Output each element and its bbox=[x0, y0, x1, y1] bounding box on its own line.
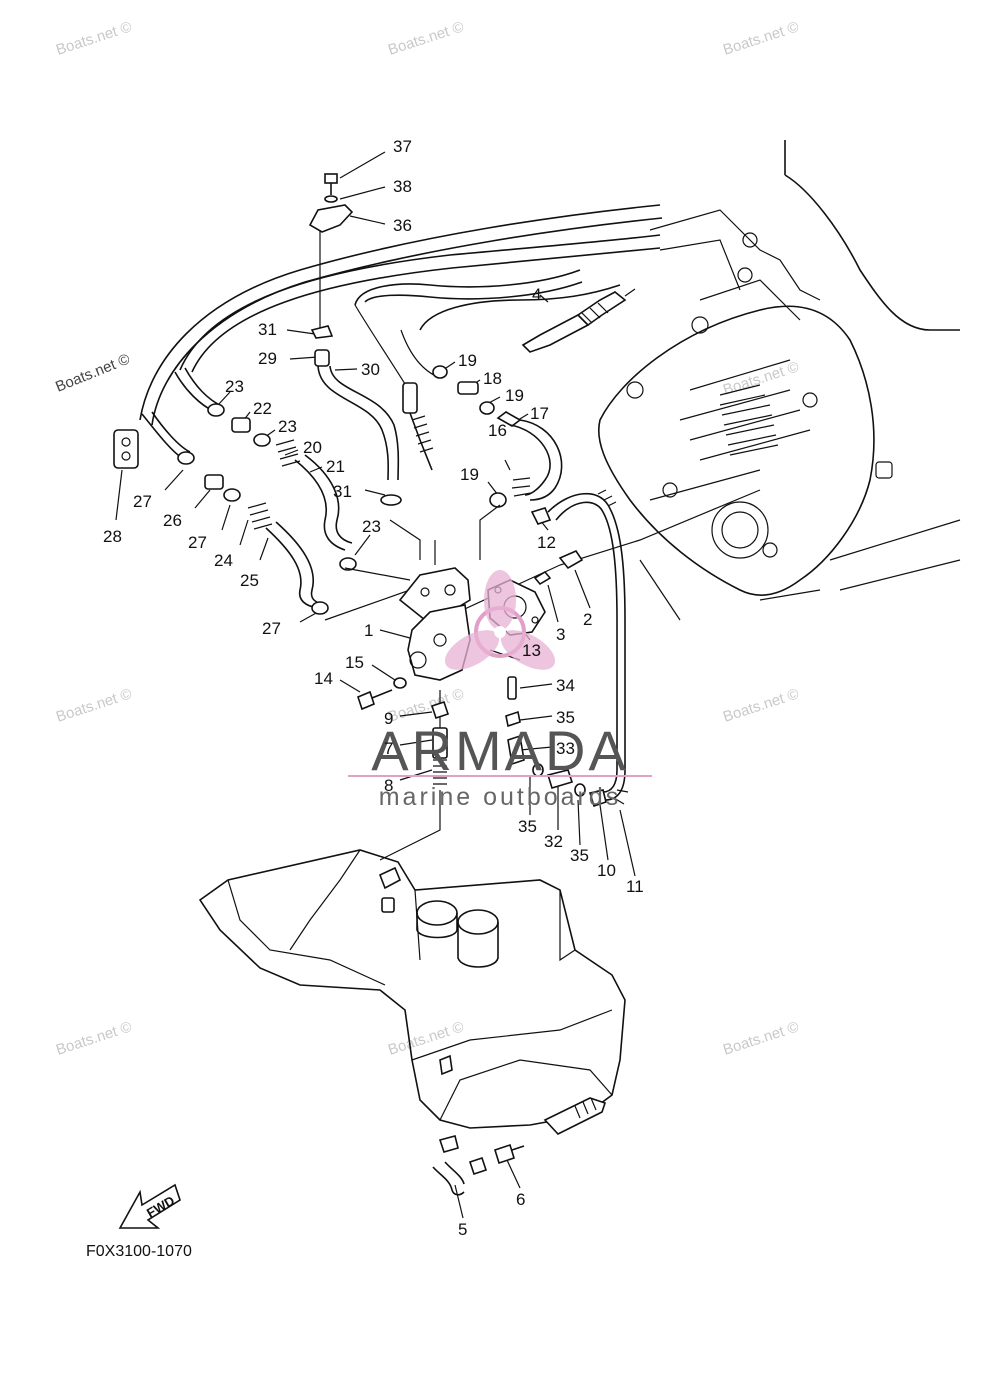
washer-38 bbox=[324, 195, 338, 203]
callout-23: 23 bbox=[278, 417, 297, 436]
fwd-arrow-icon: FWD bbox=[118, 1183, 181, 1229]
callout-1: 1 bbox=[364, 621, 373, 640]
bracket-36 bbox=[308, 204, 354, 233]
callout-13: 13 bbox=[522, 641, 541, 660]
part-4 bbox=[521, 288, 636, 353]
diagram-code: F0X3100-1070 bbox=[86, 1243, 192, 1260]
callout-6: 6 bbox=[516, 1190, 525, 1209]
callout-36: 36 bbox=[393, 216, 412, 235]
breather-hoses bbox=[139, 204, 663, 426]
callout-4: 4 bbox=[532, 285, 541, 304]
callout-15: 15 bbox=[345, 653, 364, 672]
callout-19: 19 bbox=[460, 465, 479, 484]
watermark: Boats.net © bbox=[721, 1018, 801, 1058]
callout-7: 7 bbox=[384, 739, 393, 758]
callout-34: 34 bbox=[556, 676, 575, 695]
callout-11: 11 bbox=[626, 877, 644, 896]
callout-27: 27 bbox=[133, 492, 152, 511]
watermark: Boats.net © bbox=[721, 18, 801, 58]
callout-19: 19 bbox=[458, 351, 477, 370]
leader-lines bbox=[115, 151, 636, 1219]
engine-block bbox=[598, 140, 961, 621]
part-28 bbox=[113, 429, 139, 469]
callout-35: 35 bbox=[570, 846, 589, 865]
watermark: Boats.net © bbox=[721, 358, 801, 398]
callout-12: 12 bbox=[537, 533, 556, 552]
callout-28: 28 bbox=[103, 527, 122, 546]
callout-32: 32 bbox=[544, 832, 563, 851]
watermark: Boats.net © bbox=[721, 685, 801, 725]
callout-5: 5 bbox=[458, 1220, 467, 1239]
callout-24: 24 bbox=[214, 551, 233, 570]
callout-20: 20 bbox=[303, 438, 322, 457]
armada-subtitle: marine outboards bbox=[379, 783, 622, 811]
callout-10: 10 bbox=[597, 861, 616, 880]
oil-tank bbox=[198, 849, 626, 1153]
bolt-37 bbox=[324, 173, 338, 184]
callout-23: 23 bbox=[225, 377, 244, 396]
callout-37: 37 bbox=[393, 137, 412, 156]
watermark: Boats.net © bbox=[54, 1018, 134, 1058]
callout-16: 16 bbox=[488, 421, 507, 440]
bracket-assembly bbox=[308, 173, 354, 330]
callout-8: 8 bbox=[384, 776, 393, 795]
part-12 bbox=[530, 507, 552, 525]
callout-35: 35 bbox=[556, 708, 575, 727]
callout-labels: 37 38 36 4 31 29 30 19 18 19 17 23 22 23… bbox=[103, 137, 644, 1239]
callout-21: 21 bbox=[326, 457, 345, 476]
callout-2: 2 bbox=[583, 610, 592, 629]
callout-25: 25 bbox=[240, 571, 259, 590]
parts-5-6 bbox=[432, 1143, 525, 1196]
callout-29: 29 bbox=[258, 349, 277, 368]
watermark-left: Boats.net © bbox=[53, 350, 132, 395]
callout-18: 18 bbox=[483, 369, 502, 388]
callout-23: 23 bbox=[362, 517, 381, 536]
callout-27: 27 bbox=[262, 619, 281, 638]
fwd-label: FWD bbox=[144, 1193, 177, 1221]
hose-29-30 bbox=[310, 325, 402, 506]
hose-set-left-upper bbox=[174, 367, 357, 571]
callout-9: 9 bbox=[384, 709, 393, 728]
callout-38: 38 bbox=[393, 177, 412, 196]
callout-17: 17 bbox=[530, 404, 549, 423]
callout-27: 27 bbox=[188, 533, 207, 552]
callout-30: 30 bbox=[361, 360, 380, 379]
hose-11 bbox=[547, 489, 629, 805]
callout-3: 3 bbox=[556, 625, 565, 644]
watermark: Boats.net © bbox=[386, 18, 466, 58]
armada-logo: ARMADA marine outboards bbox=[348, 570, 652, 811]
parts-34-35-33-32 bbox=[505, 676, 607, 808]
callout-35: 35 bbox=[518, 817, 537, 836]
callout-22: 22 bbox=[253, 399, 272, 418]
hose-7-8 bbox=[432, 727, 448, 785]
armada-title: ARMADA bbox=[371, 719, 629, 782]
callout-31: 31 bbox=[333, 482, 352, 501]
hose-set-left-lower bbox=[141, 411, 329, 615]
fitting-chain bbox=[432, 365, 563, 508]
parts-15-14-9 bbox=[357, 677, 450, 720]
callout-26: 26 bbox=[163, 511, 182, 530]
callout-31: 31 bbox=[258, 320, 277, 339]
callout-19: 19 bbox=[505, 386, 524, 405]
callout-33: 33 bbox=[556, 739, 575, 758]
watermark: Boats.net © bbox=[54, 685, 134, 725]
watermark: Boats.net © bbox=[54, 18, 134, 58]
watermark: Boats.net © bbox=[386, 1018, 466, 1058]
callout-14: 14 bbox=[314, 669, 333, 688]
hose-upper-center bbox=[354, 304, 441, 471]
